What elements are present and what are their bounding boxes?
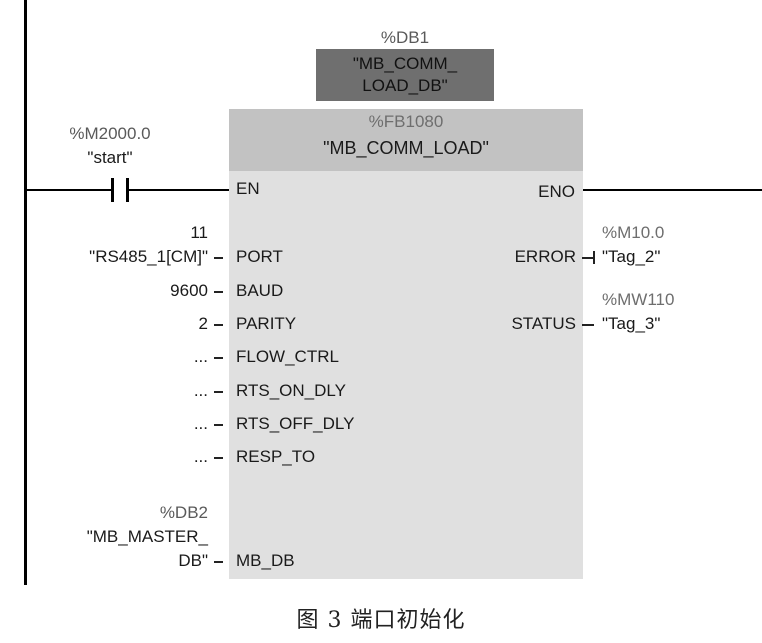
contact-tag: "start" — [87, 148, 133, 167]
status-connector — [582, 324, 594, 326]
pin-resp-to: RESP_TO — [236, 447, 316, 466]
pin-error: ERROR — [514, 247, 576, 266]
pin-baud: BAUD — [236, 281, 284, 300]
block-address: %FB1080 — [368, 112, 444, 131]
mb-db-address: %DB2 — [159, 503, 208, 522]
contact-left-bar[interactable] — [111, 178, 114, 202]
port-connector — [214, 257, 223, 259]
status-address: %MW110 — [602, 290, 675, 309]
pin-flow-ctrl: FLOW_CTRL — [236, 347, 339, 366]
pin-port: PORT — [236, 247, 283, 266]
port-value: 11 — [190, 223, 208, 242]
rts-off-dly-connector — [214, 424, 223, 426]
flow-ctrl-value: ... — [193, 347, 208, 366]
resp-to-connector — [214, 457, 223, 459]
error-tag: "Tag_2" — [602, 247, 661, 266]
figure-caption: 图 3 端口初始化 — [296, 608, 466, 633]
pin-en: EN — [236, 179, 260, 198]
rts-on-dly-value: ... — [193, 381, 208, 400]
pin-eno: ENO — [538, 182, 575, 201]
error-address: %M10.0 — [602, 223, 665, 242]
pin-mb-db: MB_DB — [236, 551, 295, 570]
parity-value: 2 — [198, 314, 208, 333]
parity-connector — [214, 324, 223, 326]
block-name: "MB_COMM_LOAD" — [323, 138, 489, 158]
error-connector-tick — [593, 251, 595, 264]
function-block[interactable] — [229, 109, 583, 579]
pin-rts-off-dly: RTS_OFF_DLY — [236, 414, 355, 433]
instance-db-box[interactable] — [316, 49, 494, 101]
pin-status: STATUS — [511, 314, 576, 333]
rts-off-dly-value: ... — [193, 414, 208, 433]
contact-right-bar[interactable] — [126, 178, 129, 202]
pin-parity: PARITY — [236, 314, 297, 333]
contact-address: %M2000.0 — [69, 124, 151, 143]
baud-value: 9600 — [170, 281, 208, 300]
baud-connector — [214, 291, 223, 293]
mb-db-connector — [214, 561, 223, 563]
status-tag: "Tag_3" — [602, 314, 661, 333]
function-block-header — [229, 109, 583, 171]
instance-db-name-line2: LOAD_DB" — [362, 76, 448, 95]
instance-db-name-line1: "MB_COMM_ — [352, 54, 458, 73]
instance-db-address: %DB1 — [380, 28, 430, 47]
pin-rts-on-dly: RTS_ON_DLY — [236, 381, 346, 400]
power-rail — [24, 0, 27, 585]
flow-ctrl-connector — [214, 357, 223, 359]
resp-to-value: ... — [193, 447, 208, 466]
rung-wire-en — [129, 189, 229, 191]
rung-wire-eno — [583, 189, 762, 191]
mb-db-tag-line1: "MB_MASTER_ — [86, 527, 208, 546]
rung-wire-left — [27, 189, 111, 191]
port-tag: "RS485_1[CM]" — [89, 247, 208, 266]
mb-db-tag-line2: DB" — [178, 551, 208, 570]
error-connector — [582, 257, 594, 259]
rts-on-dly-connector — [214, 391, 223, 393]
